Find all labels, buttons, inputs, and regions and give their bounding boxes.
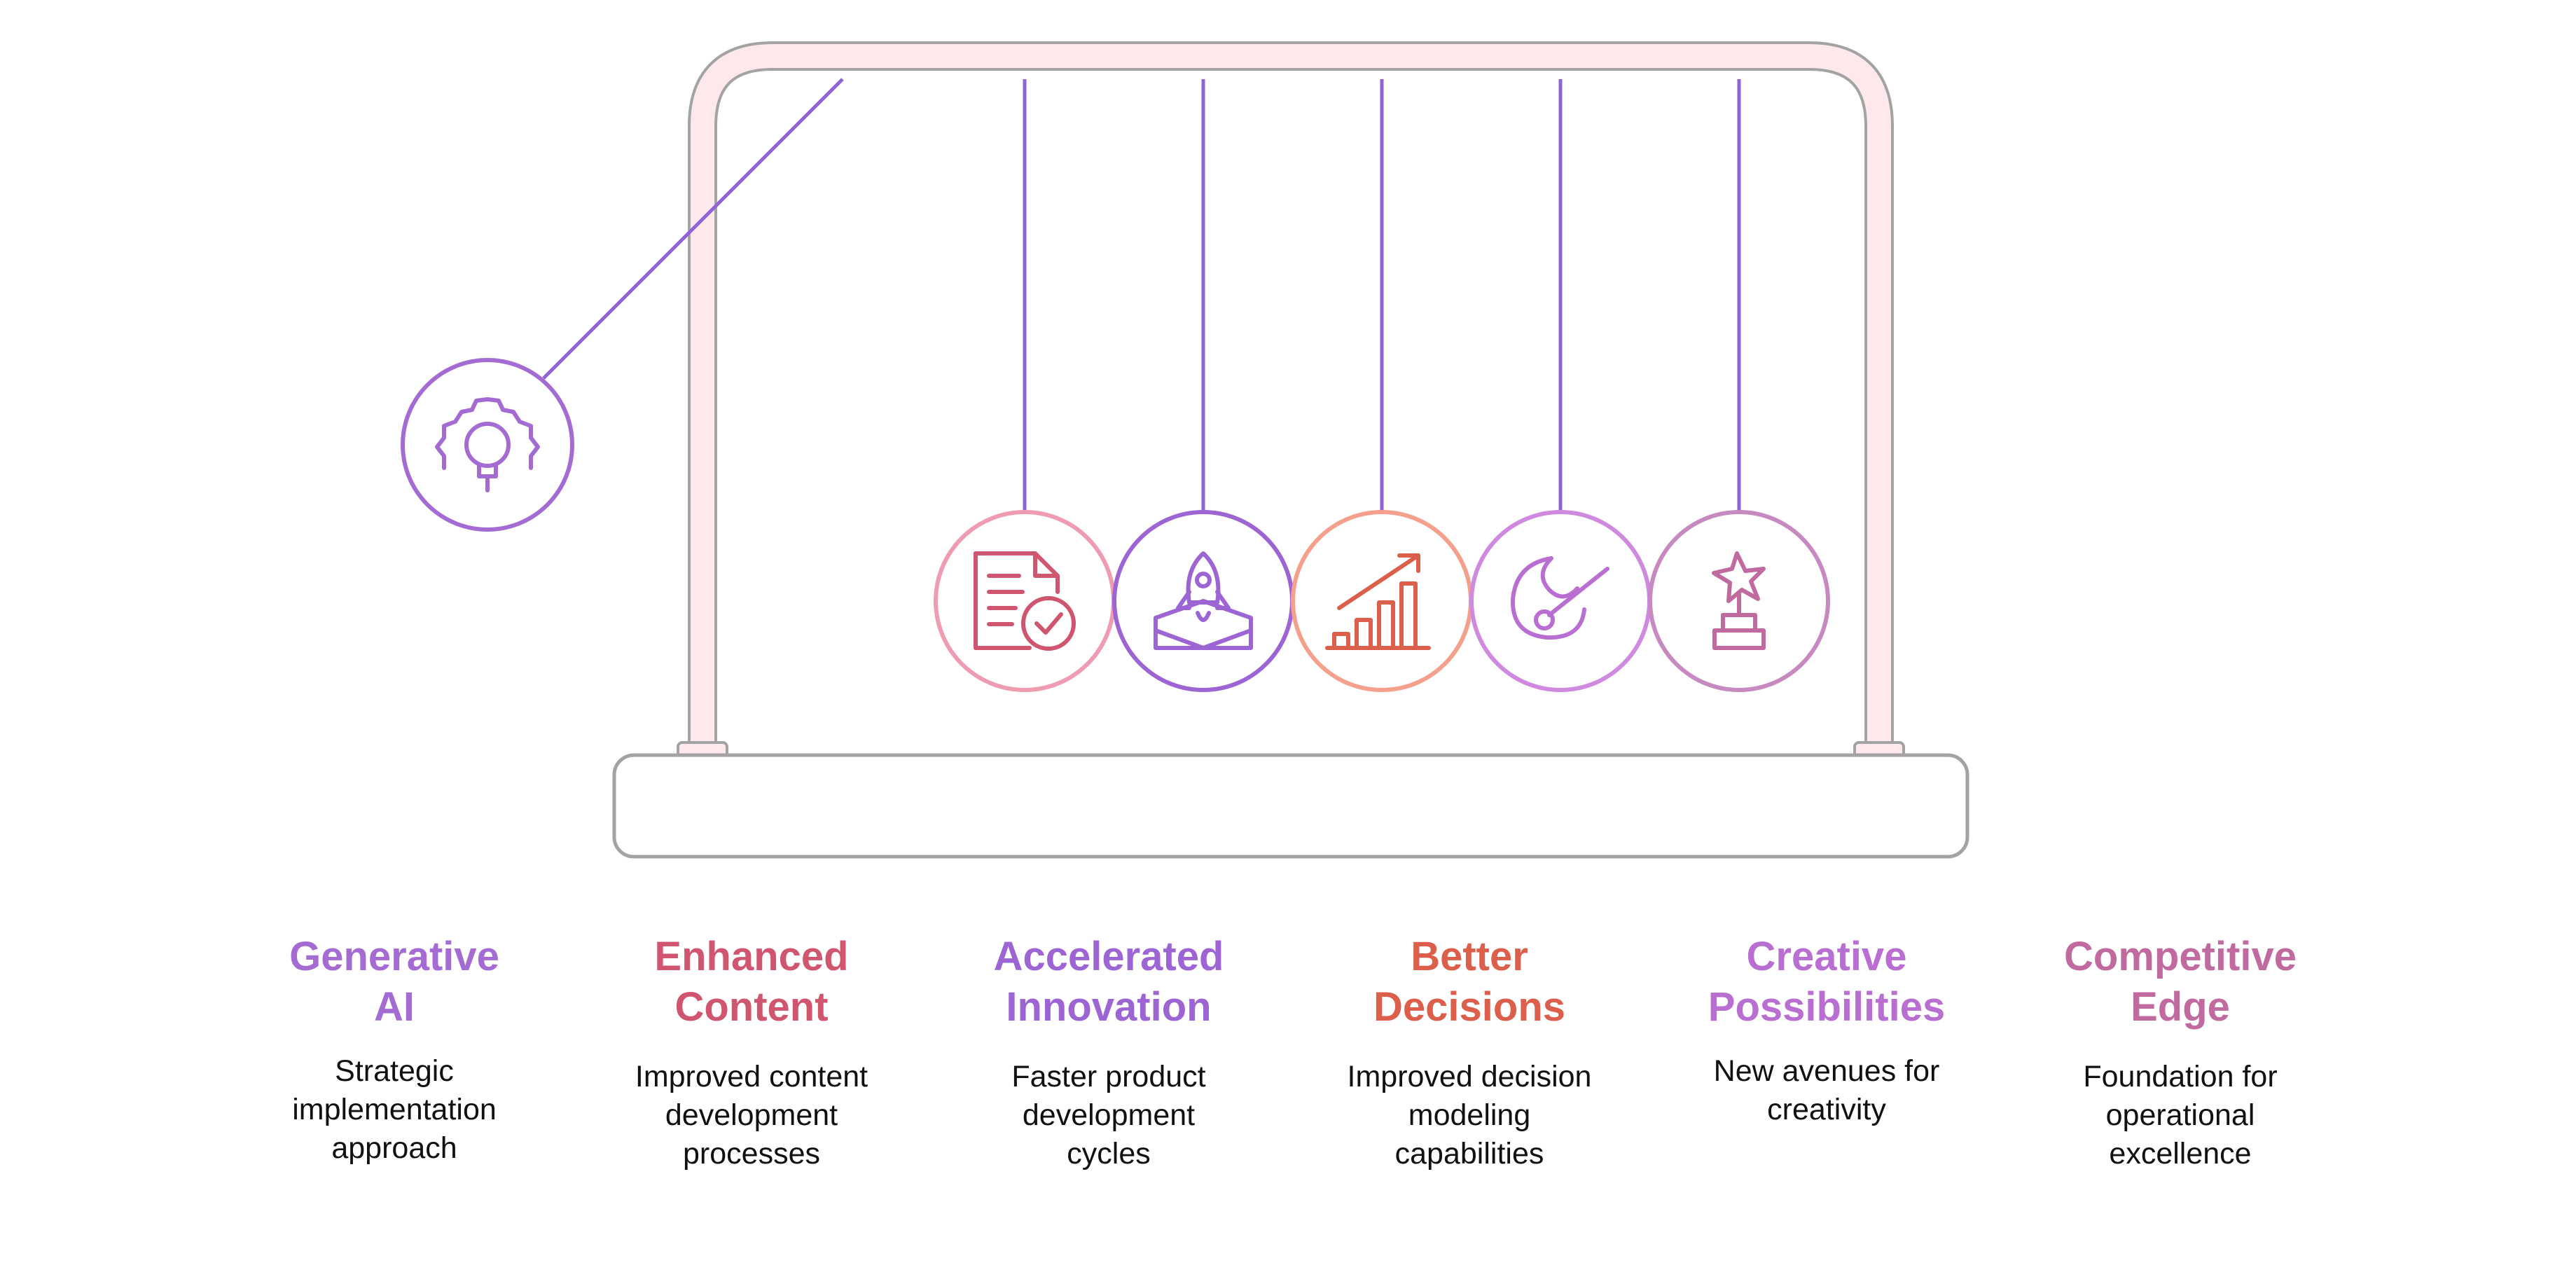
ball-enhanced-content — [934, 510, 1116, 692]
label-competitive-edge: Competitive Edge Foundation for operatio… — [1998, 932, 2362, 1173]
title-line: Competitive — [2064, 934, 2297, 979]
item-description: New avenues for creativity — [1644, 1052, 2009, 1129]
desc-line: approach — [331, 1131, 457, 1165]
title-line: Creative — [1746, 934, 1907, 979]
title-line: Possibilities — [1708, 984, 1946, 1030]
cradle-frame-inner — [691, 44, 1891, 753]
title-line: Decisions — [1373, 984, 1565, 1030]
desc-line: cycles — [1067, 1137, 1151, 1171]
desc-line: New avenues for — [1713, 1054, 1940, 1088]
desc-line: creativity — [1767, 1093, 1886, 1126]
title-line: Innovation — [1006, 984, 1212, 1030]
string-swinging — [542, 78, 844, 380]
title-line: AI — [374, 984, 415, 1030]
title-line: Enhanced — [654, 934, 849, 979]
ball-better-decisions — [1291, 510, 1473, 692]
label-better-decisions: Better Decisions Improved decision model… — [1287, 932, 1651, 1173]
item-title: Creative Possibilities — [1644, 932, 2009, 1033]
desc-line: development — [1022, 1098, 1196, 1132]
title-line: Edge — [2131, 984, 2230, 1030]
item-description: Improved decision modeling capabilities — [1287, 1058, 1651, 1173]
ball-creative-possibilities — [1469, 510, 1651, 692]
desc-line: Improved content — [635, 1060, 868, 1093]
pendulum-strings — [542, 78, 1741, 511]
desc-line: Improved decision — [1347, 1060, 1592, 1093]
item-title: Enhanced Content — [569, 932, 934, 1033]
item-description: Faster product development cycles — [927, 1058, 1291, 1173]
item-title: Competitive Edge — [1998, 932, 2362, 1033]
cradle-base — [612, 753, 1969, 859]
desc-line: processes — [683, 1137, 820, 1171]
desc-line: capabilities — [1394, 1137, 1544, 1171]
desc-line: implementation — [292, 1093, 497, 1126]
label-creative-possibilities: Creative Possibilities New avenues for c… — [1644, 932, 2009, 1129]
desc-line: excellence — [2109, 1137, 2252, 1171]
label-enhanced-content: Enhanced Content Improved content develo… — [569, 932, 934, 1173]
document-check-icon — [974, 551, 1076, 651]
item-description: Foundation for operational excellence — [1998, 1058, 2362, 1173]
desc-line: operational — [2105, 1098, 2255, 1132]
title-line: Content — [674, 984, 829, 1030]
desc-line: modeling — [1408, 1098, 1531, 1132]
desc-line: Foundation for — [2083, 1060, 2278, 1093]
desc-line: Faster product — [1011, 1060, 1206, 1093]
desc-line: development — [665, 1098, 838, 1132]
paint-palette-icon — [1510, 556, 1609, 640]
ball-generative-ai — [401, 358, 574, 532]
item-title: Generative AI — [212, 932, 576, 1033]
star-trophy-icon — [1712, 551, 1766, 650]
title-line: Generative — [289, 934, 499, 979]
ball-accelerated-innovation — [1112, 510, 1294, 692]
item-title: Better Decisions — [1287, 932, 1651, 1033]
desc-line: Strategic — [335, 1054, 454, 1088]
item-title: Accelerated Innovation — [927, 932, 1291, 1033]
ball-competitive-edge — [1648, 510, 1830, 692]
title-line: Better — [1411, 934, 1528, 979]
growth-chart-icon — [1325, 553, 1431, 650]
item-description: Strategic implementation approach — [212, 1052, 576, 1168]
item-description: Improved content development processes — [569, 1058, 934, 1173]
rocket-launch-icon — [1154, 551, 1253, 650]
label-generative-ai: Generative AI Strategic implementation a… — [212, 932, 576, 1168]
title-line: Accelerated — [993, 934, 1224, 979]
gear-lightbulb-icon — [435, 397, 540, 492]
label-accelerated-innovation: Accelerated Innovation Faster product de… — [927, 932, 1291, 1173]
